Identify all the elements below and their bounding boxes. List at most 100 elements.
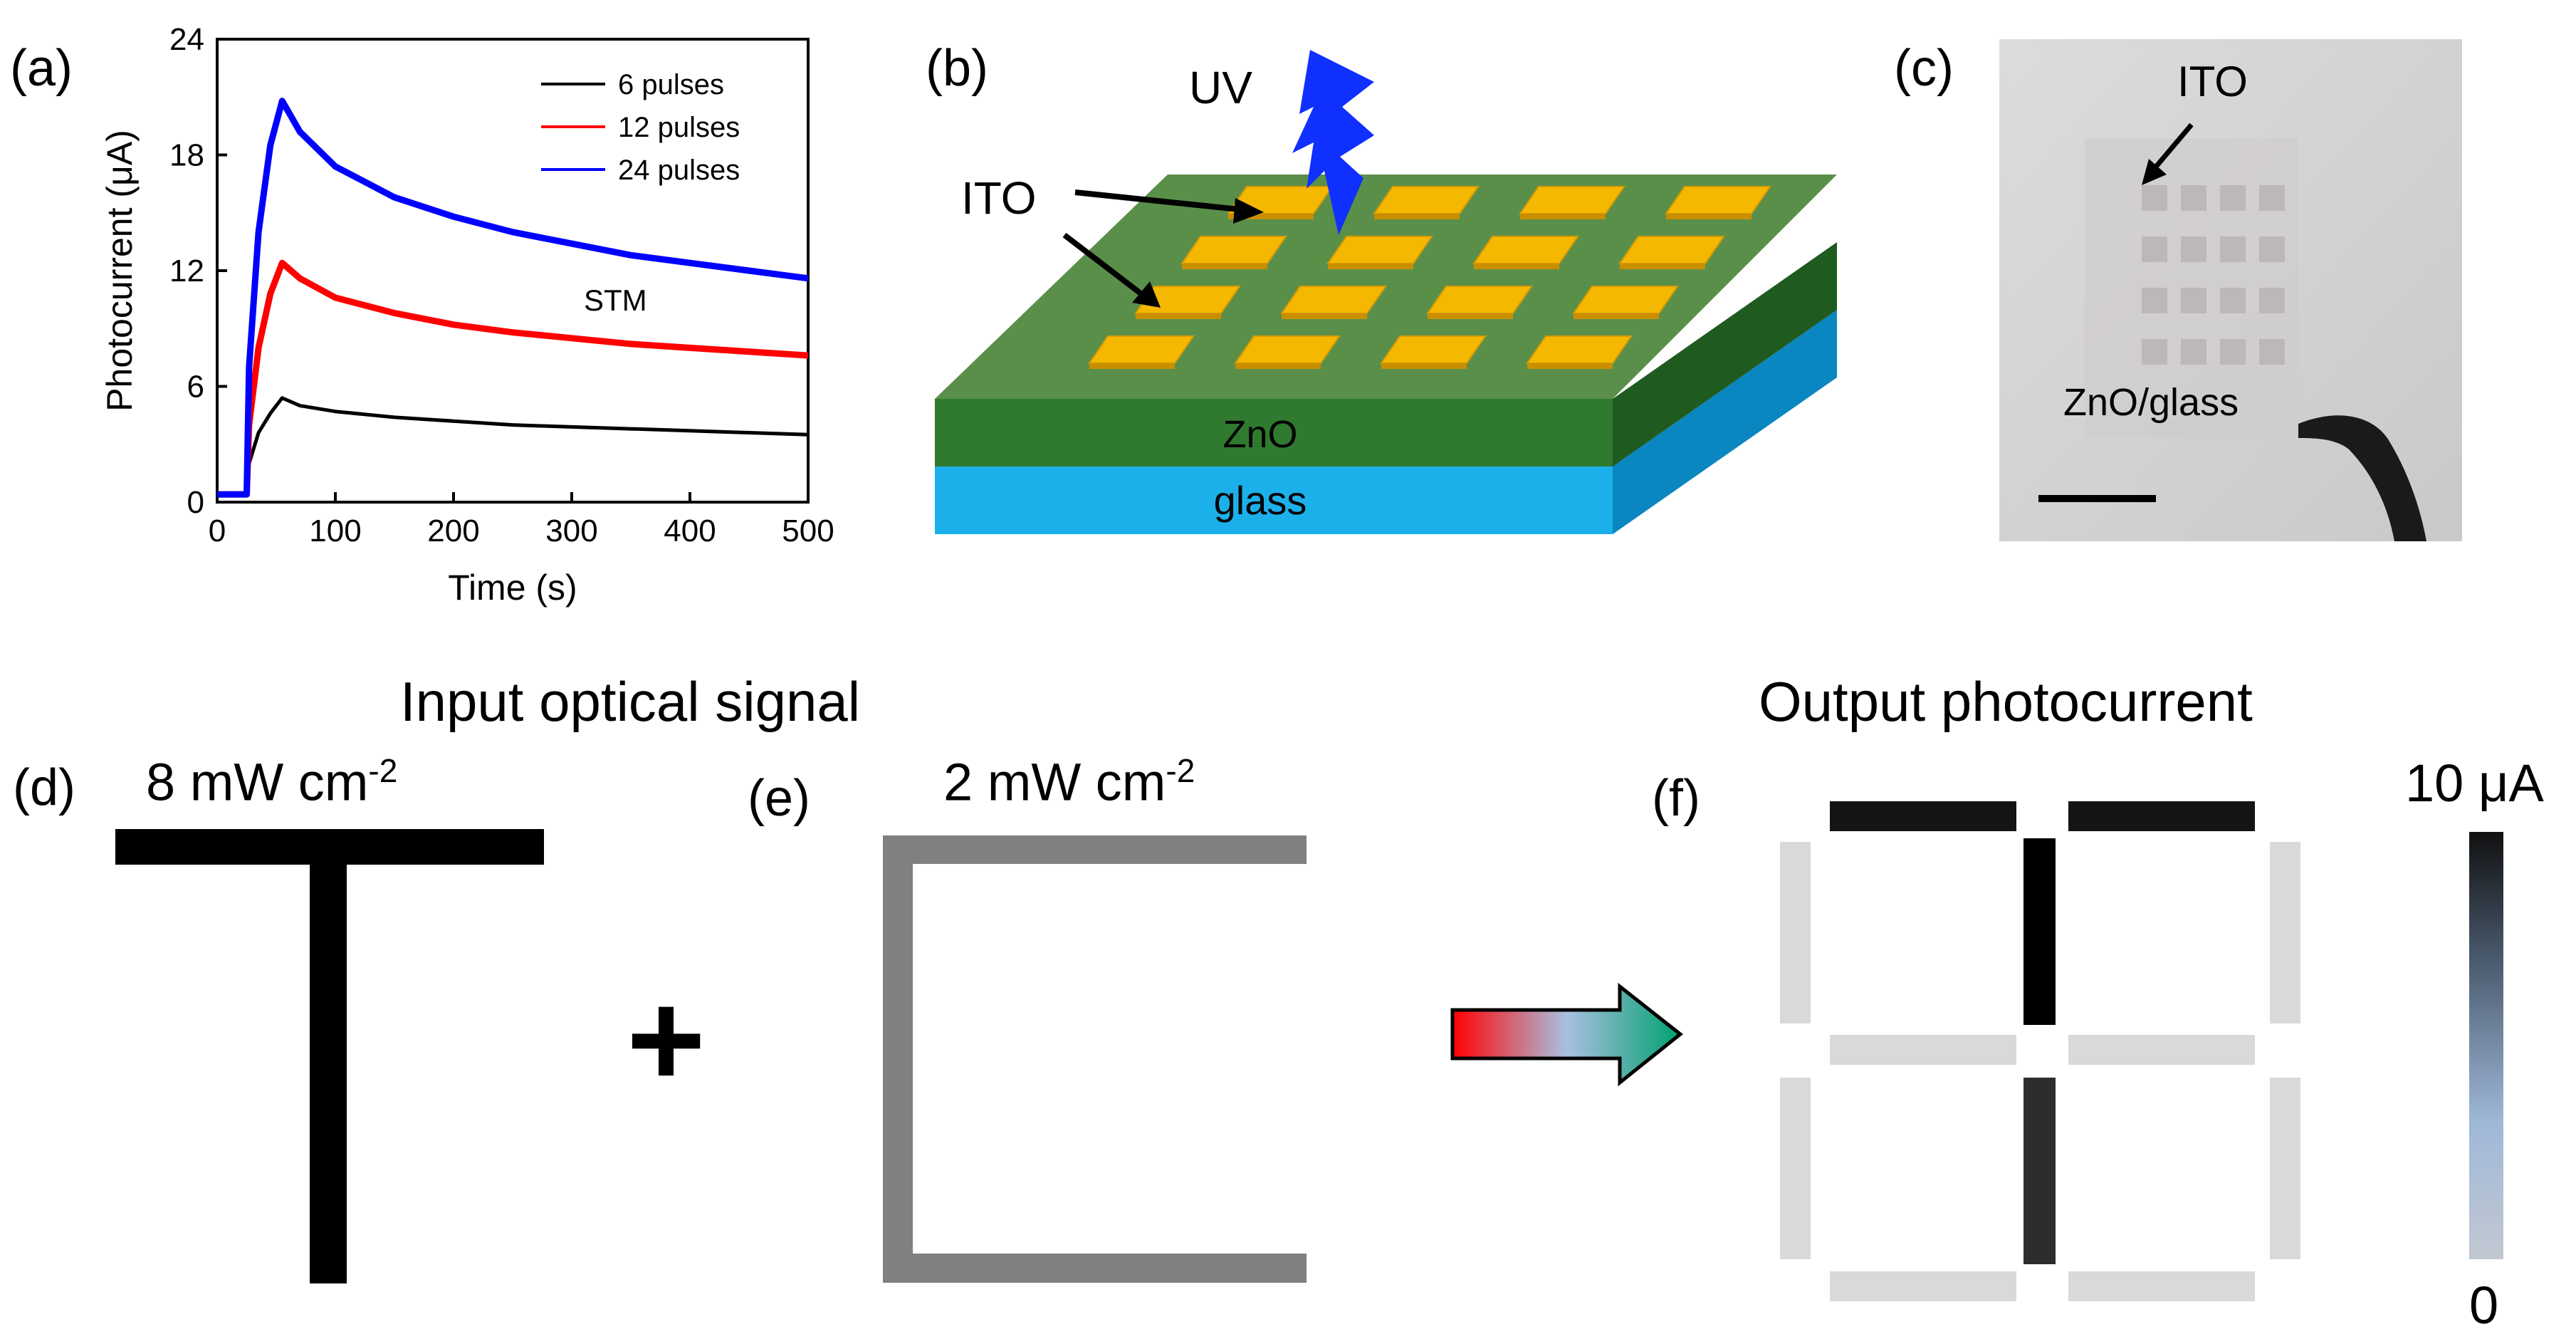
output-heading: Output photocurrent <box>1759 670 2253 733</box>
uv-label: UV <box>1189 62 1252 113</box>
c-pattern-left-bar <box>883 835 913 1283</box>
panel-label-e: (e) <box>748 770 810 827</box>
ito-pad <box>1326 236 1433 264</box>
zno-front-face <box>935 399 1613 467</box>
glass-label: glass <box>1214 478 1307 523</box>
photo-ito-pad <box>2142 288 2167 313</box>
photo-substrate-label: ZnO/glass <box>2063 381 2239 424</box>
device-photo: ITO ZnO/glass <box>1999 39 2462 541</box>
photo-ito-pad <box>2220 236 2246 262</box>
photo-ito-pad <box>2259 185 2285 211</box>
panel-label-b: (b) <box>926 40 988 97</box>
photo-ito-pad <box>2181 339 2206 365</box>
ito-arrow-2-head <box>1132 281 1161 308</box>
photo-ito-arrow <box>2150 123 2194 173</box>
photo-ito-pad <box>2142 236 2167 262</box>
output-segment-upper-right <box>2270 842 2300 1023</box>
photo-ito-label: ITO <box>2177 58 2248 105</box>
output-segment-bottom-left <box>1830 1271 2016 1301</box>
ito-pad-edge <box>1574 313 1659 319</box>
photo-ito-pad <box>2259 288 2285 313</box>
ito-pad <box>1526 335 1633 364</box>
colorbar-min-label: 0 <box>2469 1276 2499 1335</box>
ito-pad <box>1618 236 1725 264</box>
output-segment-middle-left <box>1830 1035 2016 1065</box>
ito-pad <box>1380 335 1487 364</box>
output-segment-bottom-right <box>2068 1271 2255 1301</box>
y-tick-label: 24 <box>169 22 204 57</box>
output-segment-top-right <box>2068 801 2255 831</box>
zno-side-face <box>1613 242 1837 467</box>
y-tick-label: 6 <box>187 370 204 405</box>
colorbar-max-label: 10 μA <box>2405 754 2544 813</box>
legend-label: 6 pulses <box>618 69 724 100</box>
chart-ylabel: Photocurrent (μA) <box>100 130 140 412</box>
plus-sign: + <box>627 964 706 1115</box>
chart-annotation: STM <box>584 283 647 317</box>
ito-pad-edge <box>1428 313 1513 319</box>
ito-pad-edge <box>1328 264 1413 269</box>
chart-xlabel: Time (s) <box>448 568 577 608</box>
ito-pad-edge <box>1089 363 1175 369</box>
e-intensity-exponent: -2 <box>1166 752 1195 789</box>
legend-label: 12 pulses <box>618 112 740 143</box>
ito-arrow-1 <box>1074 189 1247 213</box>
output-segment-upper-left <box>1780 842 1811 1023</box>
uv-lightning-icon <box>1292 50 1374 235</box>
e-intensity-label: 2 mW cm-2 <box>943 751 1195 813</box>
device-schematic: UV ITO ZnO glass <box>935 50 1837 534</box>
ito-pad-edge <box>1520 214 1606 219</box>
y-tick-label: 18 <box>169 138 204 173</box>
output-segment-top-left <box>1830 801 2016 831</box>
ito-pad <box>1472 236 1579 264</box>
ito-pad-edge <box>1527 363 1613 369</box>
ito-label: ITO <box>961 172 1037 224</box>
output-segment-upper-center <box>2023 838 2056 1025</box>
glass-front-face <box>935 467 1613 534</box>
series-line-12-pulses <box>217 259 809 498</box>
output-segment-lower-left <box>1780 1078 1811 1259</box>
ito-pad <box>1180 236 1287 264</box>
photo-ito-pad <box>2220 339 2246 365</box>
x-tick-label: 0 <box>209 514 226 548</box>
photo-ito-pad <box>2181 185 2206 211</box>
d-intensity-label: 8 mW cm-2 <box>146 751 397 813</box>
photo-ito-pad <box>2181 236 2206 262</box>
photo-ito-pad <box>2142 339 2167 365</box>
y-tick-label: 12 <box>169 254 204 288</box>
photo-ito-pad <box>2142 185 2167 211</box>
ito-pad <box>1572 286 1679 314</box>
x-tick-label: 200 <box>427 514 479 548</box>
e-intensity-text: 2 mW cm <box>943 752 1166 812</box>
c-pattern-top-bar <box>883 835 1307 864</box>
panel-label-d: (d) <box>13 759 75 816</box>
d-intensity-text: 8 mW cm <box>146 752 369 812</box>
ito-arrow-1-head <box>1233 198 1264 224</box>
t-pattern-top-bar <box>115 829 544 865</box>
c-pattern-bottom-bar <box>883 1254 1307 1283</box>
ito-pad <box>1373 186 1480 214</box>
photo-ito-pad <box>2259 339 2285 365</box>
ito-pad-edge <box>1620 264 1705 269</box>
ito-pad <box>1426 286 1533 314</box>
series-line-24-pulses <box>217 98 809 498</box>
glass-side-face <box>1613 310 1837 534</box>
ito-pad <box>1234 335 1341 364</box>
output-segment-lower-right <box>2270 1078 2300 1259</box>
photo-ito-pad <box>2259 236 2285 262</box>
x-tick-label: 300 <box>545 514 597 548</box>
panel-label-f: (f) <box>1652 770 1700 827</box>
ito-pad <box>1280 286 1387 314</box>
transform-arrow-icon <box>1450 983 1684 1087</box>
output-segment-lower-center <box>2023 1078 2056 1264</box>
t-pattern-stem <box>310 865 347 1283</box>
input-heading: Input optical signal <box>400 670 861 733</box>
ito-pad-edge <box>1136 313 1221 319</box>
ito-pad-edge <box>1666 214 1752 219</box>
panel-label-c: (c) <box>1894 40 1954 97</box>
series-line-6-pulses <box>217 396 809 496</box>
ito-pad <box>1665 186 1771 214</box>
ito-arrow-2 <box>1062 232 1148 301</box>
x-tick-label: 400 <box>664 514 716 548</box>
